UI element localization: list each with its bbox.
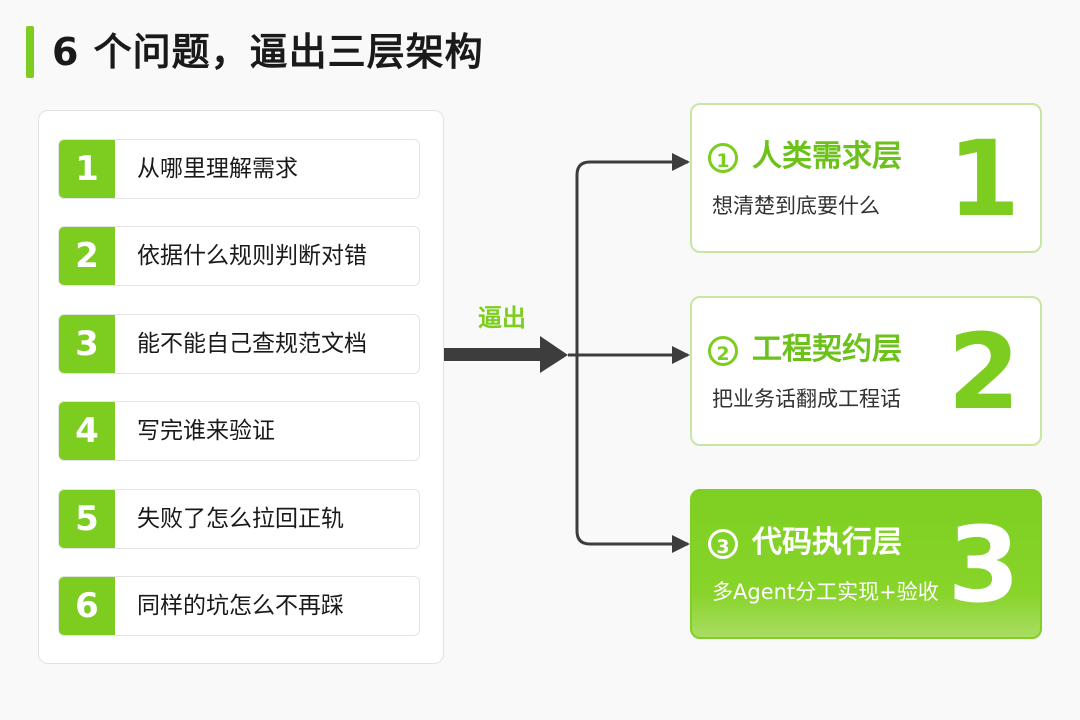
- layer-title: 工程契约层: [752, 332, 902, 367]
- branch-trunk: [575, 160, 688, 546]
- question-number: 4: [59, 402, 115, 460]
- branch-arrowhead-3: [672, 535, 690, 553]
- layer-number-badge: 3: [708, 529, 738, 559]
- title-accent-bar: [26, 26, 34, 78]
- questions-panel: [38, 110, 444, 664]
- question-item: 2 依据什么规则判断对错: [58, 226, 420, 286]
- layer-card-contract: 2 工程契约层 把业务话翻成工程话 2: [690, 296, 1042, 446]
- question-number: 2: [59, 227, 115, 285]
- question-text: 能不能自己查规范文档: [137, 331, 367, 357]
- layer-big-number: 2: [947, 311, 1020, 433]
- layer-number-badge: 1: [708, 143, 738, 173]
- arrow-label: 逼出: [478, 304, 526, 332]
- question-item: 5 失败了怎么拉回正轨: [58, 489, 420, 549]
- question-number: 1: [59, 140, 115, 198]
- question-text: 失败了怎么拉回正轨: [137, 506, 344, 532]
- layer-number-badge: 2: [708, 336, 738, 366]
- layer-description: 多Agent分工实现+验收: [712, 580, 939, 604]
- question-item: 6 同样的坑怎么不再踩: [58, 576, 420, 636]
- layer-title: 代码执行层: [752, 525, 902, 560]
- question-text: 依据什么规则判断对错: [137, 243, 367, 269]
- question-item: 4 写完谁来验证: [58, 401, 420, 461]
- layer-big-number: 3: [947, 504, 1020, 626]
- branch-arrowhead-2: [672, 346, 690, 364]
- main-arrow-shaft: [444, 348, 544, 361]
- question-item: 1 从哪里理解需求: [58, 139, 420, 199]
- layer-card-code: 3 代码执行层 多Agent分工实现+验收 3: [690, 489, 1042, 639]
- layer-big-number: 1: [947, 118, 1020, 240]
- layer-description: 想清楚到底要什么: [712, 194, 880, 218]
- question-item: 3 能不能自己查规范文档: [58, 314, 420, 374]
- branch-arrowhead-1: [672, 153, 690, 171]
- question-number: 6: [59, 577, 115, 635]
- question-text: 同样的坑怎么不再踩: [137, 593, 344, 619]
- question-number: 5: [59, 490, 115, 548]
- layer-card-human: 1 人类需求层 想清楚到底要什么 1: [690, 103, 1042, 253]
- page-title: 6 个问题，逼出三层架构: [52, 30, 484, 74]
- question-number: 3: [59, 315, 115, 373]
- main-arrow-head: [540, 336, 568, 373]
- question-text: 写完谁来验证: [137, 418, 275, 444]
- question-text: 从哪里理解需求: [137, 156, 298, 182]
- layer-title: 人类需求层: [752, 139, 902, 174]
- layer-description: 把业务话翻成工程话: [712, 387, 901, 411]
